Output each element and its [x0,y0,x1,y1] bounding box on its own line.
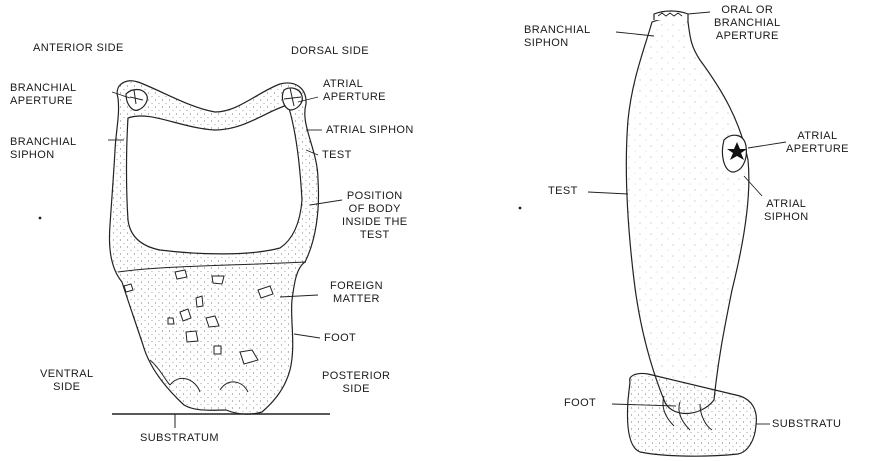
label-atrial-aperture: ATRIAL APERTURE [323,78,386,104]
label-position-line1: POSITION [342,190,408,203]
label-branchial-siphon-line2: SIPHON [10,149,77,162]
label-foot-right: FOOT [564,397,596,410]
right-body-outline [626,19,749,414]
label-r-branchial-siphon-line2: SIPHON [524,37,591,50]
label-oral-line2: BRANCHIAL [714,17,781,30]
label-position-of-body: POSITION OF BODY INSIDE THE TEST [342,190,408,242]
left-ascidian-section [108,81,342,428]
label-posterior-line2: SIDE [322,383,390,396]
label-foot-left: FOOT [324,332,356,345]
label-oral-line3: APERTURE [714,30,781,43]
label-dorsal-side: DORSAL SIDE [291,45,369,58]
label-branchial-aperture: BRANCHIAL APERTURE [10,82,77,108]
right-substratum-block [628,373,757,456]
label-oral-aperture: ORAL OR BRANCHIAL APERTURE [714,4,781,43]
label-substratum-right: SUBSTRATU [772,418,841,431]
label-substratum-left: SUBSTRATUM [140,432,219,445]
label-atrial-aperture-line1: ATRIAL [323,78,386,91]
right-ascidian-external [588,11,786,456]
label-branchial-siphon-line1: BRANCHIAL [10,136,77,149]
label-r-atrial-siphon-line2: SIPHON [764,211,809,224]
label-ventral-side: VENTRAL SIDE [40,368,94,394]
label-position-line2: OF BODY [342,203,408,216]
label-posterior-side: POSTERIOR SIDE [322,370,390,396]
label-anterior-side: ANTERIOR SIDE [33,42,124,55]
label-oral-line1: ORAL OR [714,4,781,17]
label-branchial-aperture-line1: BRANCHIAL [10,82,77,95]
label-position-line4: TEST [342,229,408,242]
label-posterior-line1: POSTERIOR [322,370,390,383]
label-r-atrial-siphon-line1: ATRIAL [764,198,809,211]
label-r-atrial-aperture-line2: APERTURE [786,143,849,156]
label-branchial-siphon: BRANCHIAL SIPHON [10,136,77,162]
label-r-branchial-siphon-line1: BRANCHIAL [524,24,591,37]
label-position-line3: INSIDE THE [342,216,408,229]
label-atrial-aperture-line2: APERTURE [323,91,386,104]
label-branchial-aperture-line2: APERTURE [10,95,77,108]
label-foreign-matter-line1: FOREIGN [330,280,383,293]
label-ventral-line2: SIDE [40,381,94,394]
label-r-atrial-aperture-line1: ATRIAL [786,130,849,143]
label-foreign-matter-line2: MATTER [330,293,383,306]
label-branchial-siphon-right: BRANCHIAL SIPHON [524,24,591,50]
label-ventral-line1: VENTRAL [40,368,94,381]
label-test-right: TEST [548,185,578,198]
label-foreign-matter: FOREIGN MATTER [330,280,383,306]
label-atrial-siphon: ATRIAL SIPHON [326,124,414,137]
label-test-left: TEST [322,149,352,162]
label-atrial-aperture-right: ATRIAL APERTURE [786,130,849,156]
label-atrial-siphon-right: ATRIAL SIPHON [764,198,809,224]
